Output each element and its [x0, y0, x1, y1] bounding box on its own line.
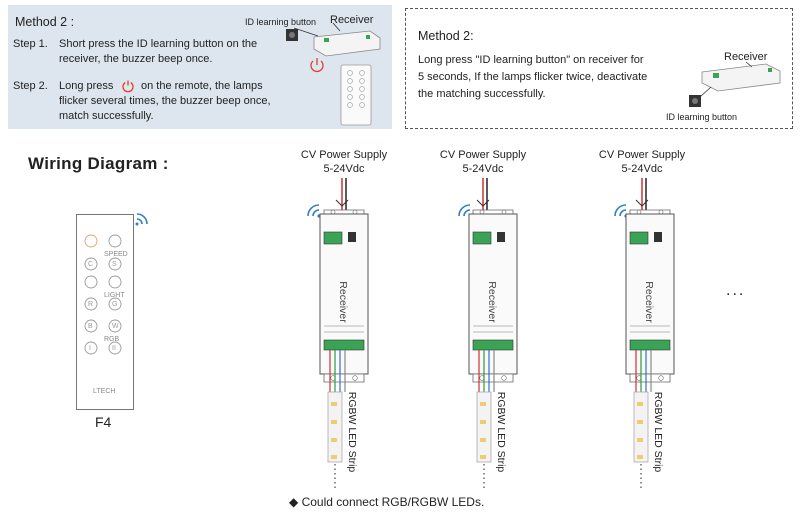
led-strip-label: RGBW LED Strip	[495, 391, 507, 473]
remote-key-s: S	[112, 261, 117, 268]
method2-alt-line2: 5 seconds, If the lamps flicker twice, d…	[418, 71, 648, 83]
led-strip-label: RGBW LED Strip	[652, 391, 664, 473]
method2-title: Method 2 :	[15, 15, 75, 29]
diamond-bullet-icon: ◆	[289, 495, 299, 509]
method2-alt-line1: Long press "ID learning button" on recei…	[418, 54, 644, 66]
receiver-body-label: Receiver	[486, 281, 498, 323]
receiver-body-icon	[468, 209, 518, 383]
mini-remote-icon	[340, 64, 372, 126]
power-supply-label: CV Power Supply	[300, 149, 388, 161]
power-icon	[121, 79, 135, 98]
method2-panel: Method 2 : Step 1. Short press the ID le…	[8, 5, 392, 129]
method2-alt-receiver-label: Receiver	[724, 51, 768, 63]
remote-brand: LTECH	[93, 388, 116, 395]
step2-text-1b: on the remote, the lamps	[141, 80, 263, 92]
power-icon-large	[310, 58, 324, 73]
step2-text-1a: Long press	[59, 80, 114, 92]
remote-f4: SPEED LIGHT RGB C S R G B W I II LTECH	[76, 213, 148, 410]
wifi-icon	[307, 204, 321, 218]
remote-key-w: W	[112, 323, 119, 330]
receiver-unit-2: CV Power Supply 5-24Vdc	[423, 146, 553, 496]
receiver-label: Receiver	[330, 14, 374, 26]
led-strip-icon	[327, 391, 343, 491]
step2-label: Step 2.	[13, 80, 48, 92]
receiver-body-icon	[319, 209, 369, 383]
mini-receiver-icon	[313, 30, 381, 57]
remote-key-i: I	[89, 345, 91, 352]
step1-label: Step 1.	[13, 38, 48, 50]
receiver-text-wrap: Receiver	[332, 274, 354, 334]
alt-receiver-icon	[701, 63, 781, 92]
strip-label-wrap: RGBW LED Strip	[648, 392, 668, 473]
receiver-text-wrap: Receiver	[481, 274, 503, 334]
led-strip-icon	[476, 391, 492, 491]
power-supply-label: CV Power Supply	[439, 149, 527, 161]
receiver-wiring-graphic	[307, 178, 369, 491]
receiver-unit-1: CV Power Supply 5-24Vdc	[280, 146, 410, 496]
id-button-label: ID learning button	[245, 17, 317, 27]
method2-illustration	[286, 22, 381, 126]
step2-text-2: flicker several times, the buzzer beep o…	[59, 95, 271, 107]
step1-text-2: receiver, the buzzer beep once.	[59, 53, 213, 65]
remote-key-b: B	[88, 323, 93, 330]
remote-tiny-light: LIGHT	[104, 292, 125, 299]
remote-tiny-rgb: RGB	[104, 336, 120, 343]
receiver-body-label: Receiver	[337, 281, 349, 323]
remote-key-g: G	[112, 301, 118, 308]
footnote: ◆ Could connect RGB/RGBW LEDs.	[289, 495, 484, 509]
remote-key-ii: II	[112, 345, 116, 352]
receiver-unit-3: CV Power Supply 5-24Vdc	[582, 146, 712, 496]
power-supply-voltage: 5-24Vdc	[462, 163, 504, 175]
power-supply-voltage: 5-24Vdc	[621, 163, 663, 175]
remote-model-label: F4	[95, 414, 112, 430]
method2-alt-button-label: ID learning button	[666, 112, 738, 122]
remote-signal-icon	[135, 213, 148, 226]
remote-key-c: C	[88, 261, 94, 268]
step2-text-3: match successfully.	[59, 110, 154, 122]
method2-alt-illustration	[689, 61, 781, 107]
more-units-indicator: ...	[726, 282, 746, 299]
footnote-text: Could connect RGB/RGBW LEDs.	[301, 495, 485, 509]
remote-tiny-speed: SPEED	[104, 251, 128, 258]
method2-alt-panel: Method 2: Long press "ID learning button…	[405, 8, 793, 129]
receiver-wiring-graphic	[458, 178, 518, 491]
power-supply-voltage: 5-24Vdc	[323, 163, 365, 175]
remote-key-r: R	[88, 301, 94, 308]
receiver-text-wrap: Receiver	[638, 274, 660, 334]
wiring-diagram-title: Wiring Diagram :	[28, 154, 169, 173]
receiver-wiring-graphic	[614, 178, 675, 491]
strip-label-wrap: RGBW LED Strip	[491, 392, 511, 473]
step1-text-1: Short press the ID learning button on th…	[59, 38, 258, 50]
power-supply-label: CV Power Supply	[598, 149, 686, 161]
strip-label-wrap: RGBW LED Strip	[342, 392, 362, 473]
method2-alt-line3: the matching successfully.	[418, 88, 546, 100]
led-strip-label: RGBW LED Strip	[346, 391, 358, 473]
method2-alt-title: Method 2:	[418, 29, 474, 43]
receiver-body-icon	[625, 209, 675, 383]
led-strip-icon	[633, 391, 649, 491]
receiver-body-label: Receiver	[643, 281, 655, 323]
